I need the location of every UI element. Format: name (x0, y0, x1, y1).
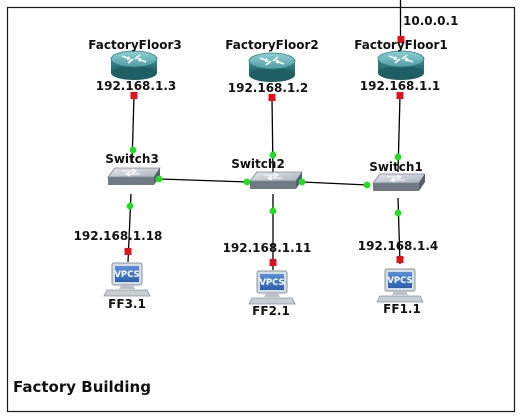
pc-ff3-1[interactable]: VPCS (103, 262, 151, 297)
port-red-uplink (397, 36, 405, 43)
router-factoryfloor1[interactable] (377, 50, 425, 81)
port-green (363, 181, 371, 189)
pc-name-label: FF2.1 (252, 304, 290, 318)
switch1-device[interactable] (372, 173, 426, 192)
link-router2-switch2[interactable] (271, 97, 274, 173)
link-switch3-switch2[interactable] (159, 178, 249, 183)
pc-ip-label: 192.168.1.18 (74, 229, 163, 243)
port-red-r3 (130, 92, 138, 99)
pc-name-label: FF1.1 (383, 302, 421, 316)
router-icon (377, 50, 425, 81)
port-red-ff3 (124, 248, 132, 255)
router-ip-label: 192.168.1.1 (360, 79, 440, 93)
pc-ip-label: 192.168.1.4 (358, 239, 438, 253)
link-switch1-ff1[interactable] (397, 197, 401, 265)
switch-icon (372, 173, 426, 192)
port-green (394, 153, 402, 161)
port-indicators (124, 36, 405, 266)
port-red-r2 (268, 94, 276, 101)
port-green (243, 178, 251, 186)
pc-ff2-1[interactable]: VPCS (248, 270, 296, 305)
vpcs-badge: VPCS (387, 276, 412, 286)
building-border (6, 6, 516, 413)
uplink-ip-label: 10.0.0.1 (403, 14, 458, 28)
pc-name-label: FF3.1 (108, 297, 146, 311)
router-name-label: FactoryFloor3 (88, 38, 182, 52)
switch-name-label: Switch2 (231, 157, 285, 171)
vpcs-badge: VPCS (114, 270, 139, 280)
link-switch2-switch1[interactable] (301, 181, 369, 186)
router-factoryfloor2[interactable] (248, 52, 296, 83)
port-red-r1 (396, 92, 404, 99)
switch-icon (107, 167, 161, 186)
port-red-ff2 (269, 259, 277, 266)
port-green (129, 146, 137, 154)
router-icon (248, 52, 296, 83)
port-green (155, 175, 163, 183)
pc-ff1-1[interactable]: VPCS (376, 268, 424, 303)
router-name-label: FactoryFloor2 (225, 38, 319, 52)
router-icon (110, 50, 158, 81)
router-ip-label: 192.168.1.3 (96, 79, 176, 93)
port-red-ff1 (396, 256, 404, 263)
port-green (394, 209, 402, 217)
switch3-device[interactable] (107, 167, 161, 186)
port-green (298, 178, 306, 186)
port-green (126, 202, 134, 210)
switch-name-label: Switch3 (105, 152, 159, 166)
switch-icon (249, 171, 303, 190)
router-ip-label: 192.168.1.2 (228, 81, 308, 95)
vpcs-badge: VPCS (259, 278, 284, 288)
router-factoryfloor3[interactable] (110, 50, 158, 81)
router-name-label: FactoryFloor1 (354, 38, 448, 52)
pc-ip-label: 192.168.1.11 (223, 241, 312, 255)
switch2-device[interactable] (249, 171, 303, 190)
port-green (269, 207, 277, 215)
port-green (269, 151, 277, 159)
switch-name-label: Switch1 (369, 160, 423, 174)
building-label: Factory Building (13, 378, 151, 396)
